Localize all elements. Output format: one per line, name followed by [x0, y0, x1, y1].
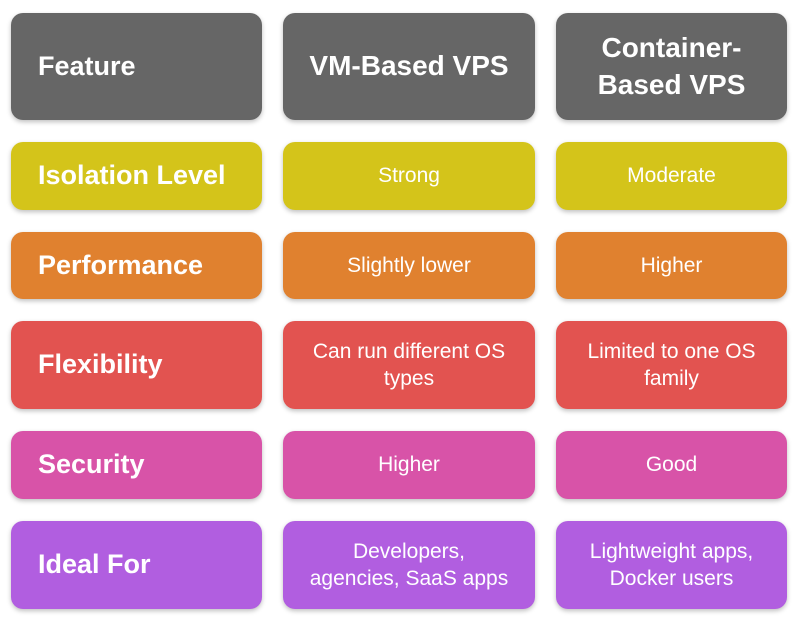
- cell-security-vm: Higher: [283, 431, 535, 499]
- cell-flexibility-container: Limited to one OS family: [556, 321, 787, 409]
- cell-ideal-for-container: Lightweight apps, Docker users: [556, 521, 787, 609]
- header-cell-feature: Feature: [11, 13, 262, 120]
- row-label-security: Security: [11, 431, 262, 499]
- header-cell-vm-based-vps: VM-Based VPS: [283, 13, 535, 120]
- row-label-ideal-for: Ideal For: [11, 521, 262, 609]
- cell-performance-vm: Slightly lower: [283, 232, 535, 299]
- cell-flexibility-vm: Can run different OS types: [283, 321, 535, 409]
- cell-isolation-vm: Strong: [283, 142, 535, 210]
- row-label-performance: Performance: [11, 232, 262, 299]
- header-cell-container-based-vps: Container- Based VPS: [556, 13, 787, 120]
- cell-isolation-container: Moderate: [556, 142, 787, 210]
- cell-security-container: Good: [556, 431, 787, 499]
- cell-ideal-for-vm: Developers, agencies, SaaS apps: [283, 521, 535, 609]
- cell-performance-container: Higher: [556, 232, 787, 299]
- row-label-isolation-level: Isolation Level: [11, 142, 262, 210]
- row-label-flexibility: Flexibility: [11, 321, 262, 409]
